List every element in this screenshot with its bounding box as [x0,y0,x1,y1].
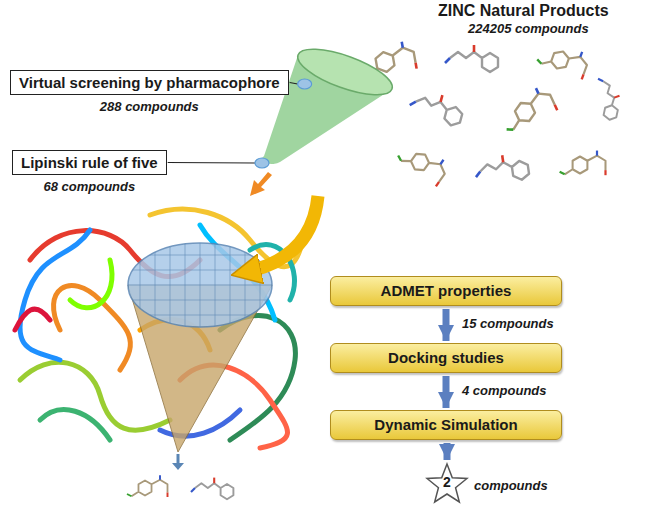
ribbon [15,309,50,330]
curved-arrow [246,196,318,272]
compound-count: 288 compounds [10,99,289,114]
leader-line [290,83,298,85]
molecule [591,74,626,121]
molecule [445,45,498,72]
node-title: Lipinski rule of five [12,150,167,175]
leader-line [168,162,255,164]
node-title: Dynamic Simulation [330,410,562,440]
process-box: ADMET properties [330,276,562,306]
down-arrow [177,454,180,464]
compound-count: 68 compounds [12,179,167,194]
filter-box: Virtual screening by pharmacophore 288 co… [10,70,289,114]
filter-dot [255,158,269,168]
funnel [262,40,397,164]
molecule [191,478,233,500]
molecule [560,151,606,176]
result-star: 2compounds [424,462,470,504]
molecule [407,88,465,128]
ribbon [40,410,110,440]
compound-count: 4 compounds [460,383,549,398]
flow-arrow [443,309,450,341]
flow-arrow [443,376,450,408]
compound-count: compounds [474,478,548,493]
molecule [496,84,557,133]
flow-arrow [444,443,451,460]
process-box: Dynamic Simulation [330,410,562,440]
molecule [473,152,529,186]
compound-count: 224205 compounds [468,21,589,36]
node-title: Virtual screening by pharmacophore [10,70,289,95]
ribbon [70,260,112,308]
database-title: ZINC Natural Products [438,2,609,20]
funnel-mouth [293,40,398,104]
molecule [536,38,591,79]
compound-count: 15 compounds [460,316,556,331]
ribbon [54,286,131,370]
node-title: Docking studies [330,343,562,373]
node-title: 2 [424,474,470,490]
down-arrow-head [172,463,184,470]
filter-box: Lipinski rule of five 68 compounds [12,150,167,194]
small-arrow [250,172,272,196]
cone-grid [125,240,275,330]
molecule-cloud [358,38,626,186]
molecule [396,137,451,186]
filter-dot [298,79,312,89]
molecule [127,475,168,497]
node-title: ADMET properties [330,276,562,306]
process-box: Docking studies [330,343,562,373]
ribbon [20,230,90,360]
